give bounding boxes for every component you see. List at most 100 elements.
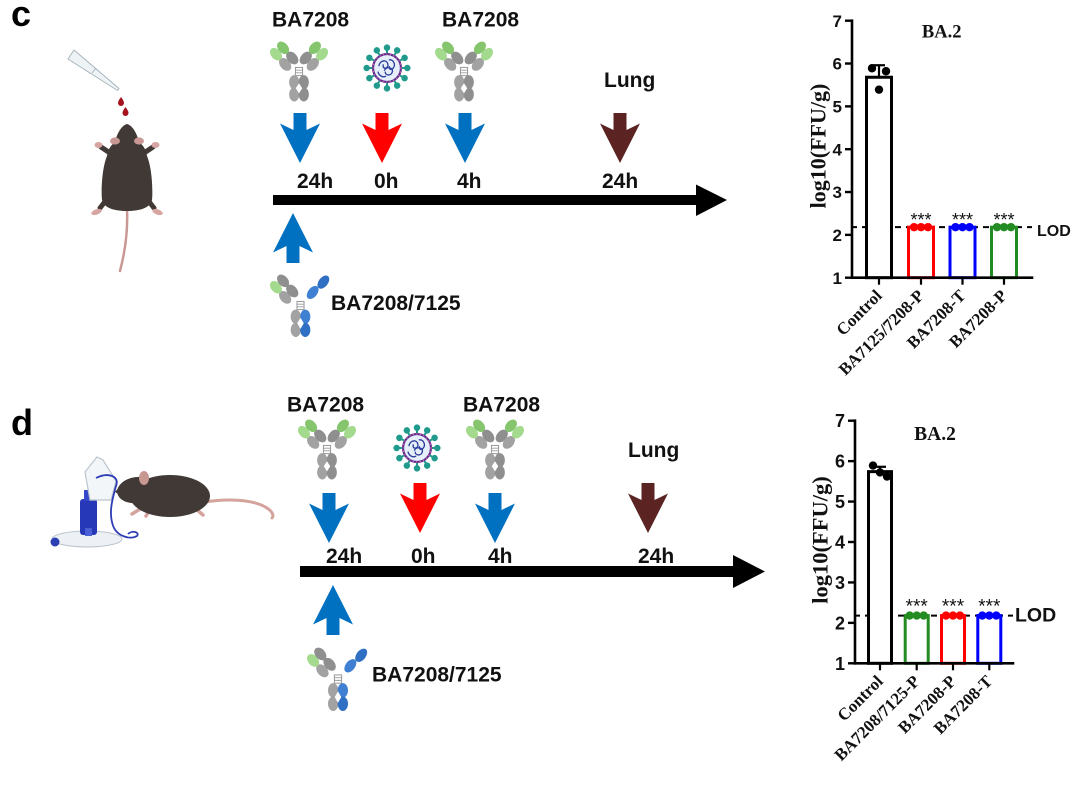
lod-label: LOD [1015,605,1056,627]
timeline-axis-arrow [300,555,765,588]
data-point [919,611,928,620]
y-tick-label: 3 [833,183,842,202]
event-label: Lung [604,69,655,92]
arrow-down-icon [400,483,440,533]
time-label: 4h [457,170,482,193]
chart-title: BA.2 [914,424,956,445]
y-tick-label: 1 [833,269,842,288]
virus-icon [393,424,440,471]
significance-label: *** [942,597,965,618]
mouse-intranasal-drop-icon [67,49,163,273]
data-point [868,461,878,470]
panel-letter: c [11,0,31,34]
data-point [874,85,884,94]
time-label: 4h [488,545,513,568]
bar-chart: BA.2log10(FFU/g)LODControl***BA7208/7125… [808,411,1057,764]
y-tick-label: 4 [835,532,845,552]
data-point [992,222,1002,232]
bar-chart: BA.2log10(FFU/g)LODControl***BA7125/7208… [806,12,1071,379]
data-point [999,222,1009,232]
y-axis-label: log10(FFU/g) [806,84,831,209]
timeline: BA7208 24h 0h BA7208 4h Lung 24h BA7208/… [268,9,727,338]
time-label: 24h [297,170,333,193]
data-point [909,222,919,232]
antibody-icon [296,417,358,480]
data-point [1006,222,1016,232]
bar [867,470,893,665]
bispecific-antibody-icon [269,271,332,338]
significance-label: *** [952,210,973,230]
y-tick-label: 5 [833,97,842,116]
y-tick-label: 4 [833,140,843,159]
panel-d: d BA7208 24h 0h BA7208 [11,394,1056,765]
data-point [923,222,933,232]
arrow-up-icon [313,585,353,635]
arrow-down-icon [280,113,320,163]
data-point [882,472,892,481]
data-point [978,611,987,620]
bar [940,614,966,665]
bar [948,225,977,280]
bar [865,75,893,280]
y-tick-label: 1 [835,654,845,674]
data-point [881,67,891,76]
bar [907,225,935,280]
event-label: BA7208 [272,9,349,32]
y-tick-label: 3 [835,573,845,593]
time-label: 24h [326,545,362,568]
panel-c: c BA7208 24h 0h BA7208 [11,0,1071,379]
event-label: BA7208 [463,394,540,417]
timeline: BA7208 24h 0h BA7208 4h Lung 24h BA7208/… [287,394,765,712]
antibody-icon [433,39,495,102]
bar [903,614,930,665]
time-label: 0h [374,170,399,193]
event-label: BA7208/7125 [331,292,461,315]
data-point [905,611,914,620]
y-tick-label: 6 [835,452,845,472]
mouse-nebulizer-icon [50,456,275,548]
data-point [941,611,951,620]
y-axis-label: log10(FFU/g) [808,476,833,603]
arrow-down-icon [475,493,515,543]
significance-label: *** [906,597,929,618]
y-tick-label: 7 [833,12,842,31]
timeline-axis-arrow [273,184,727,216]
y-tick-label: 2 [835,613,845,633]
data-point [958,222,967,232]
event-label: BA7208 [442,9,519,32]
y-tick-label: 5 [835,492,845,512]
event-label: BA7208/7125 [372,664,502,687]
antibody-icon [464,417,526,480]
virus-icon [363,44,410,91]
data-point [992,611,1001,620]
data-point [916,222,926,232]
bar [976,614,1003,665]
arrow-down-icon [362,113,402,163]
data-point [912,611,921,620]
data-point [867,64,877,73]
significance-label: *** [910,210,931,230]
event-label: Lung [628,439,679,462]
arrow-up-icon [273,213,313,263]
arrow-down-icon [628,483,668,533]
y-tick-label: 2 [833,226,842,245]
data-point [875,468,885,477]
lod-label: LOD [1037,223,1071,240]
significance-label: *** [993,210,1014,230]
chart-title: BA.2 [922,22,962,42]
arrow-down-icon [445,113,485,163]
arrow-down-icon [600,113,640,163]
arrow-down-icon [309,493,349,543]
bar [990,225,1018,280]
significance-label: *** [978,597,1001,618]
event-label: BA7208 [287,394,364,417]
data-point [951,222,960,232]
time-label: 24h [602,170,638,193]
data-point [955,611,965,620]
panel-letter: d [11,402,33,443]
data-point [985,611,994,620]
bispecific-antibody-icon [306,644,370,712]
time-label: 0h [411,545,436,568]
data-point [948,611,958,620]
